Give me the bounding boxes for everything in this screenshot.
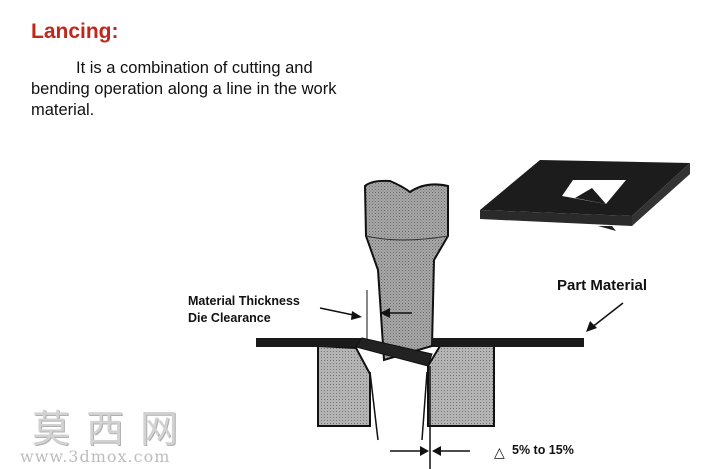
watermark-url: www.3dmox.com	[20, 447, 171, 466]
slide-description: It is a combination of cutting and bendi…	[31, 59, 337, 119]
watermark-chinese: 莫西网	[32, 407, 195, 451]
die-block	[317, 344, 495, 441]
clearance-range-label: 5% to 15%	[512, 443, 574, 457]
delta-icon: △	[494, 445, 505, 461]
die-clearance-label: Die Clearance	[188, 311, 271, 325]
punch	[363, 179, 449, 362]
lanced-part-inset	[480, 160, 690, 231]
material-thickness-label: Material Thickness	[188, 294, 300, 308]
annotation-arrows: △	[319, 290, 624, 469]
slide-title: Lancing:	[31, 20, 119, 43]
part-material-sheet	[256, 337, 584, 367]
part-material-label: Part Material	[557, 277, 648, 294]
